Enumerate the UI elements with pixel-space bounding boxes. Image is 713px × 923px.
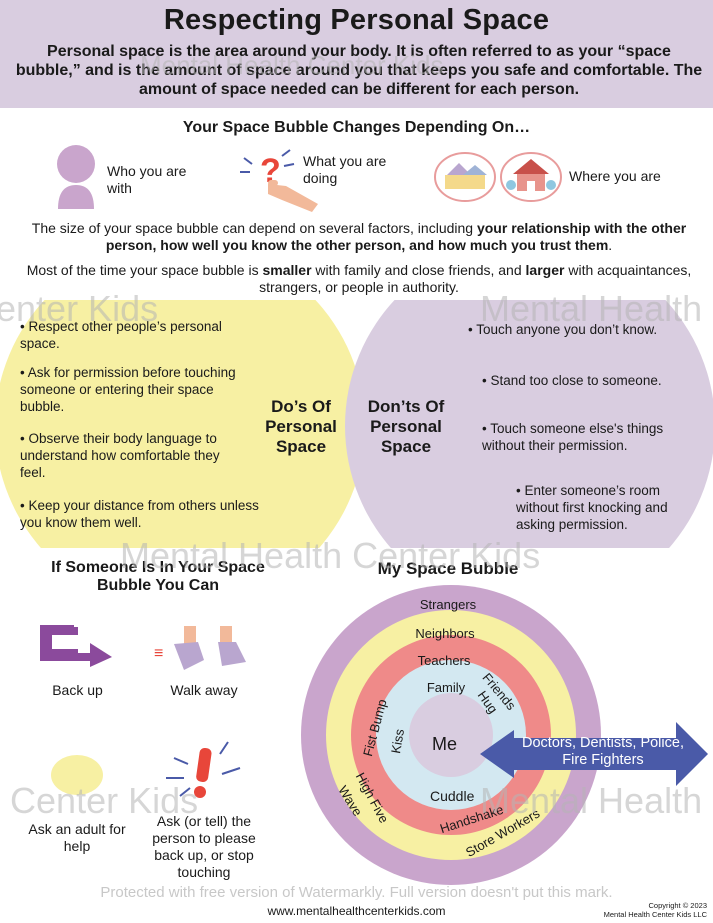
dos-item: • Ask for permission before touching som… [20, 365, 236, 414]
back-up-label: Back up [52, 682, 103, 698]
footer-copyright: Copyright © 2023 Mental Health Center Ki… [595, 901, 707, 919]
ring-label-teachers: Teachers [417, 653, 471, 668]
where-label: Where you are [569, 168, 661, 184]
page-title: Respecting Personal Space [163, 4, 550, 36]
donts-item: • Enter someone’s room without first kno… [516, 483, 668, 532]
copyright-line: Copyright © 2023 [648, 901, 707, 910]
copyright-line: Mental Health Center Kids LLC [603, 910, 707, 919]
walk-away-label: Walk away [170, 682, 238, 698]
size-paragraph: Most of the time your space bubble is sm… [26, 262, 692, 295]
ring-label-neighbors: Neighbors [415, 626, 475, 641]
bubble-heading: My Space Bubble [377, 559, 519, 578]
dos-circle [0, 300, 365, 548]
ring-label-cuddle: Cuddle [430, 788, 475, 804]
space-bubble-diagram [301, 585, 601, 885]
donts-title: Don’ts Of Personal Space [367, 397, 445, 456]
factors-paragraph: The size of your space bubble can depend… [31, 220, 687, 253]
authority-arrow-icon [480, 722, 708, 786]
back-up-arrow-icon [40, 625, 112, 667]
location-clouds-icon [434, 152, 562, 202]
intro-text: Personal space is the area around your b… [15, 43, 703, 98]
dos-item: • Keep your distance from others unless … [20, 498, 259, 530]
donts-item: • Touch anyone you don’t know. [468, 322, 658, 337]
venn-diagram [0, 300, 713, 548]
donts-circle [345, 300, 713, 548]
donts-item: • Touch someone else's things without th… [482, 421, 664, 453]
svg-text:≡: ≡ [154, 645, 163, 662]
what-label: What you are doing [303, 153, 387, 186]
watermarkly-note: Protected with free version of Watermark… [100, 884, 613, 901]
dos-item: • Observe their body language to underst… [20, 431, 220, 480]
donts-item: • Stand too close to someone. [482, 373, 662, 388]
me-circle [409, 693, 493, 777]
question-hand-icon: ? [240, 149, 318, 212]
changes-heading: Your Space Bubble Changes Depending On… [182, 119, 531, 136]
who-label: Who you are with [107, 163, 187, 196]
exclamation-icon [166, 741, 241, 798]
if-someone-heading: If Someone Is In Your Space Bubble You C… [51, 559, 265, 594]
ask-person-label: Ask (or tell) the person to please back … [152, 813, 256, 880]
person-icon [57, 145, 95, 209]
header-band [0, 0, 713, 108]
dos-title: Do’s Of Personal Space [265, 397, 337, 456]
authority-arrow-label: Doctors, Dentists, Police, Fire Fighters [522, 735, 684, 768]
ring-label-strangers: Strangers [419, 597, 477, 612]
dos-item: • Respect other people’s personal space. [20, 319, 222, 351]
walking-feet-icon: ≡ [154, 626, 246, 670]
ask-adult-label: Ask an adult for help [28, 821, 126, 854]
center-me-label: Me [432, 734, 458, 754]
speech-bubble-icon [51, 755, 103, 795]
footer-website: www.mentalhealthcenterkids.com [267, 904, 446, 918]
ring-label-family: Family [426, 680, 466, 695]
